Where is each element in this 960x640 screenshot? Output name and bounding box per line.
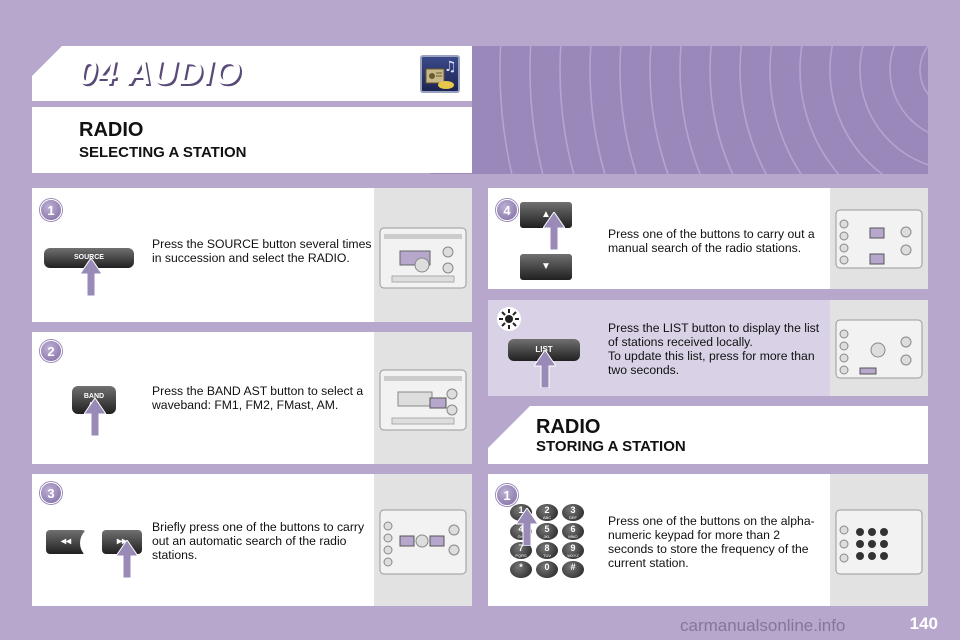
keypad-key[interactable]: #: [562, 561, 584, 578]
store-console-thumbnail: [830, 474, 928, 606]
keypad-digit: *: [519, 562, 523, 572]
list-button[interactable]: LIST: [508, 339, 580, 361]
seek-back-button[interactable]: ◂◂: [46, 530, 86, 554]
section-title: RADIO: [536, 416, 601, 438]
step-badge: 4: [496, 199, 518, 221]
step-3-panel: [32, 474, 472, 606]
keypad-digit: 9: [570, 543, 576, 553]
store-step-1-panel: [488, 474, 928, 606]
step-badge: 1: [496, 484, 518, 506]
tip-panel: [488, 300, 928, 396]
step-2-text: Press the BAND AST button to select a wa…: [152, 384, 364, 412]
keypad-digit: 3: [570, 505, 576, 515]
keypad-digit: 1: [518, 505, 524, 515]
press-arrow-icon: [116, 540, 138, 578]
keypad-digit: 8: [544, 543, 550, 553]
keypad-letters: JKL: [543, 534, 551, 539]
keypad-key[interactable]: 0: [536, 561, 558, 578]
step-2-console-thumbnail: [374, 332, 472, 464]
keypad-letters: GHI: [517, 534, 525, 539]
press-arrow-icon: [543, 212, 565, 250]
source-button[interactable]: SOURCE: [44, 248, 134, 268]
step-3-console-thumbnail: [374, 474, 472, 606]
store-step-1-text: Press one of the buttons on the alpha-nu…: [608, 514, 815, 570]
manual-search-down-button[interactable]: ▼: [520, 254, 572, 280]
band-label: BAND: [83, 393, 105, 400]
header-band: [32, 46, 472, 101]
step-4-console-thumbnail: [830, 188, 928, 289]
radio-music-icon: ♫: [420, 55, 460, 93]
keypad-letters: ABC: [542, 515, 552, 520]
press-arrow-icon: [80, 258, 102, 296]
section-storing-header: [488, 406, 928, 464]
watermark: carmanualsonline.info: [680, 616, 846, 635]
step-badge: 2: [40, 340, 62, 362]
keypad-digit: 7: [518, 543, 524, 553]
step-badge: 3: [40, 482, 62, 504]
keypad-digit: #: [570, 562, 576, 572]
press-arrow-icon: [84, 398, 106, 436]
press-arrow-icon: [516, 508, 538, 546]
sun-tip-icon: [497, 307, 521, 331]
keypad-digit: 5: [544, 524, 550, 534]
step-badge: 1: [40, 199, 62, 221]
step-1-text: Press the SOURCE button several times in…: [152, 237, 372, 265]
keypad-letters: WXYZ: [567, 553, 579, 558]
tip-console-thumbnail: [830, 300, 928, 396]
section-subtitle: STORING A STATION: [536, 438, 686, 455]
page-title: 04 AUDIO: [78, 54, 242, 92]
keypad-letters: PQRS: [515, 553, 527, 558]
keypad-digit: 2: [544, 505, 550, 515]
keypad-letters: TUV: [543, 553, 551, 558]
step-4-text: Press one of the buttons to carry out a …: [608, 227, 815, 255]
keypad-key[interactable]: *: [510, 561, 532, 578]
section-subtitle: SELECTING A STATION: [79, 144, 247, 161]
keypad-digit: 0: [544, 562, 550, 572]
section-selecting-header: [32, 107, 472, 173]
keypad-digit: 6: [570, 524, 576, 534]
svg-text:♫: ♫: [444, 59, 457, 75]
tip-text: Press the LIST button to display the lis…: [608, 321, 820, 377]
keypad-letters: DEF: [569, 515, 577, 520]
section-title: RADIO: [79, 119, 144, 141]
keypad-digit: 4: [518, 524, 524, 534]
page-number: 140: [909, 614, 938, 633]
keypad-letters: MNO: [568, 534, 578, 539]
step-1-console-thumbnail: [374, 188, 472, 322]
step-3-text: Briefly press one of the buttons to carr…: [152, 520, 365, 562]
press-arrow-icon: [534, 350, 556, 388]
